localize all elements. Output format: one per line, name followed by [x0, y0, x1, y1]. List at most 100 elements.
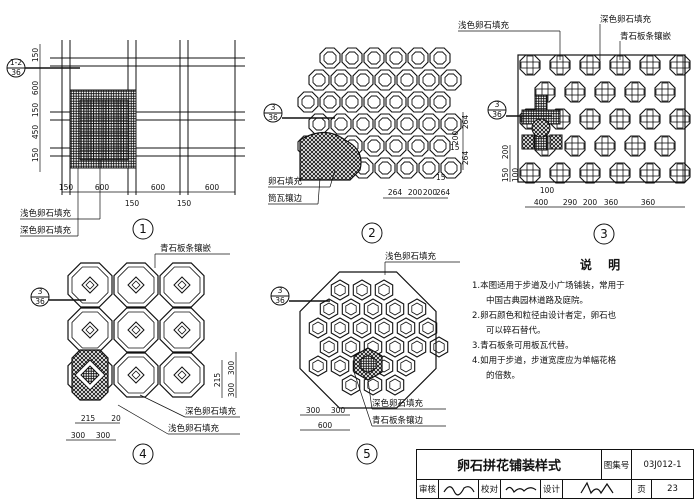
cross-bar-h: [640, 61, 660, 69]
octagon-tile: [519, 54, 541, 76]
cross-bar-h: [595, 142, 615, 150]
octagon-tile: [579, 162, 601, 184]
tile-outline: [418, 113, 440, 135]
quatrefoil-tile: [319, 91, 341, 113]
figure-5-hexagon-paving: 3 36 浅色卵石填充 深色卵石填充 青石板条镶边 300 300 600 5: [270, 251, 460, 465]
section-ref-bottom: 36: [492, 110, 502, 119]
label-slate-strip: 青石板条镶嵌: [620, 31, 672, 42]
page-number: 23: [667, 484, 678, 494]
dim-v-3: 200: [501, 145, 510, 160]
section-ref-bottom: 36: [11, 68, 21, 77]
dim-h-2: 290: [563, 198, 578, 207]
tile-inner: [444, 161, 458, 175]
quatrefoil-tile: [363, 135, 385, 157]
figure-number: 3: [600, 227, 608, 241]
dim-v-3: 264: [461, 151, 470, 166]
tile-inner: [345, 51, 359, 65]
quatrefoil-tile: [396, 113, 418, 135]
hexagon-inner: [323, 340, 335, 354]
tile-outline: [374, 157, 396, 179]
tile-inner: [400, 117, 414, 131]
quatrefoil-tile: [385, 135, 407, 157]
hexagon-inner: [345, 340, 357, 354]
octagon-inner: [163, 356, 201, 394]
hexagon-inner: [422, 321, 434, 335]
quatrefoil-tile: [341, 91, 363, 113]
cross-bar-v: [601, 136, 609, 156]
dim-h-1: 264: [388, 188, 403, 197]
octagon-inner: [71, 266, 109, 304]
tile-inner: [389, 139, 403, 153]
note-1: 1.本图适用于步道及小广场铺装，常用于: [472, 281, 625, 291]
quatrefoil-tile: [396, 69, 418, 91]
figure-number: 5: [363, 447, 371, 461]
octagon-inner: [163, 311, 201, 349]
octagon-tile: [669, 54, 691, 76]
notes-panel: 说 明 1.本图适用于步道及小广场铺装，常用于 中国古典园林道路及庭院。 2.卵…: [472, 258, 694, 384]
octagon-tile: [594, 81, 616, 103]
tile-outline: [330, 113, 352, 135]
quatrefoil-tile: [297, 91, 319, 113]
label-light-pebble: 浅色卵石填充: [168, 423, 220, 434]
diamond-inner: [131, 325, 141, 335]
figure-3-octagon-cross-paving: 3 36 浅色卵石填充 深色卵石填充 青石板条镶嵌 400 290 200 36…: [458, 14, 691, 245]
review-signature: [439, 480, 479, 498]
dim-v-1: 150: [501, 168, 510, 183]
tile-inner: [378, 161, 392, 175]
quatrefoil-tile: [440, 157, 462, 179]
dim-h-4: 300: [96, 431, 111, 440]
cross-bar-v: [586, 55, 594, 75]
figure-number-circle: [132, 218, 154, 240]
tile-outline: [319, 91, 341, 113]
hexagon-tile: [330, 317, 350, 339]
label-slate-strip: 青石板条镶嵌: [160, 243, 212, 254]
cross-bar-v: [556, 163, 564, 183]
quatrefoil-tile: [352, 69, 374, 91]
octagon-tile: [113, 262, 159, 308]
tile-outline: [308, 69, 330, 91]
tile-inner: [367, 51, 381, 65]
quatrefoil-tile: [330, 69, 352, 91]
diamond-inner: [85, 280, 95, 290]
dim-h-4: 600: [205, 183, 220, 192]
section-ref-bottom: 36: [35, 297, 45, 306]
cross-bar-v: [661, 82, 669, 102]
hexagon-tile: [319, 336, 339, 358]
dim-v-2: 600: [31, 81, 40, 96]
tile-inner: [356, 73, 370, 87]
figure-number: 1: [139, 222, 147, 236]
quatrefoil-tile: [363, 47, 385, 69]
tile-outline: [385, 91, 407, 113]
hexagon-inner: [367, 378, 379, 392]
cross-bar-h: [610, 115, 630, 123]
hexagon-inner: [334, 283, 346, 297]
dim-v-2: 300: [227, 361, 236, 376]
cross-bar-h: [655, 88, 675, 96]
hexagon-inner: [433, 340, 445, 354]
label-slate-border: 青石板条镶边: [372, 415, 424, 426]
figure-4-octagon-diamond-paving: 3 36 青石板条镶嵌 深色卵石填充 浅色卵石填充 215 20 300 300…: [30, 243, 240, 465]
tile-outline: [418, 69, 440, 91]
octagon-inner: [117, 266, 155, 304]
cross-bar-v: [571, 82, 579, 102]
dim-h-2: 600: [95, 183, 110, 192]
hexagon-tile: [308, 317, 328, 339]
cross-bar-h: [520, 61, 540, 69]
dim-h-3: 600: [318, 421, 333, 430]
tile-outline: [440, 69, 462, 91]
octagon-tile: [549, 54, 571, 76]
quatrefoil-tile: [341, 47, 363, 69]
hexagon-inner: [389, 302, 401, 316]
quatrefoil-tile: [308, 113, 330, 135]
section-ref-top: 1-2: [10, 58, 22, 67]
octagon-tile: [519, 162, 541, 184]
cross-bar-h: [550, 169, 570, 177]
quatrefoil-tile: [330, 113, 352, 135]
tile-inner: [367, 139, 381, 153]
hexagon-tile: [385, 298, 405, 320]
quatrefoil-tile: [374, 113, 396, 135]
tile-outline: [319, 47, 341, 69]
check-signature: [501, 480, 541, 498]
octagon-tile: [579, 54, 601, 76]
